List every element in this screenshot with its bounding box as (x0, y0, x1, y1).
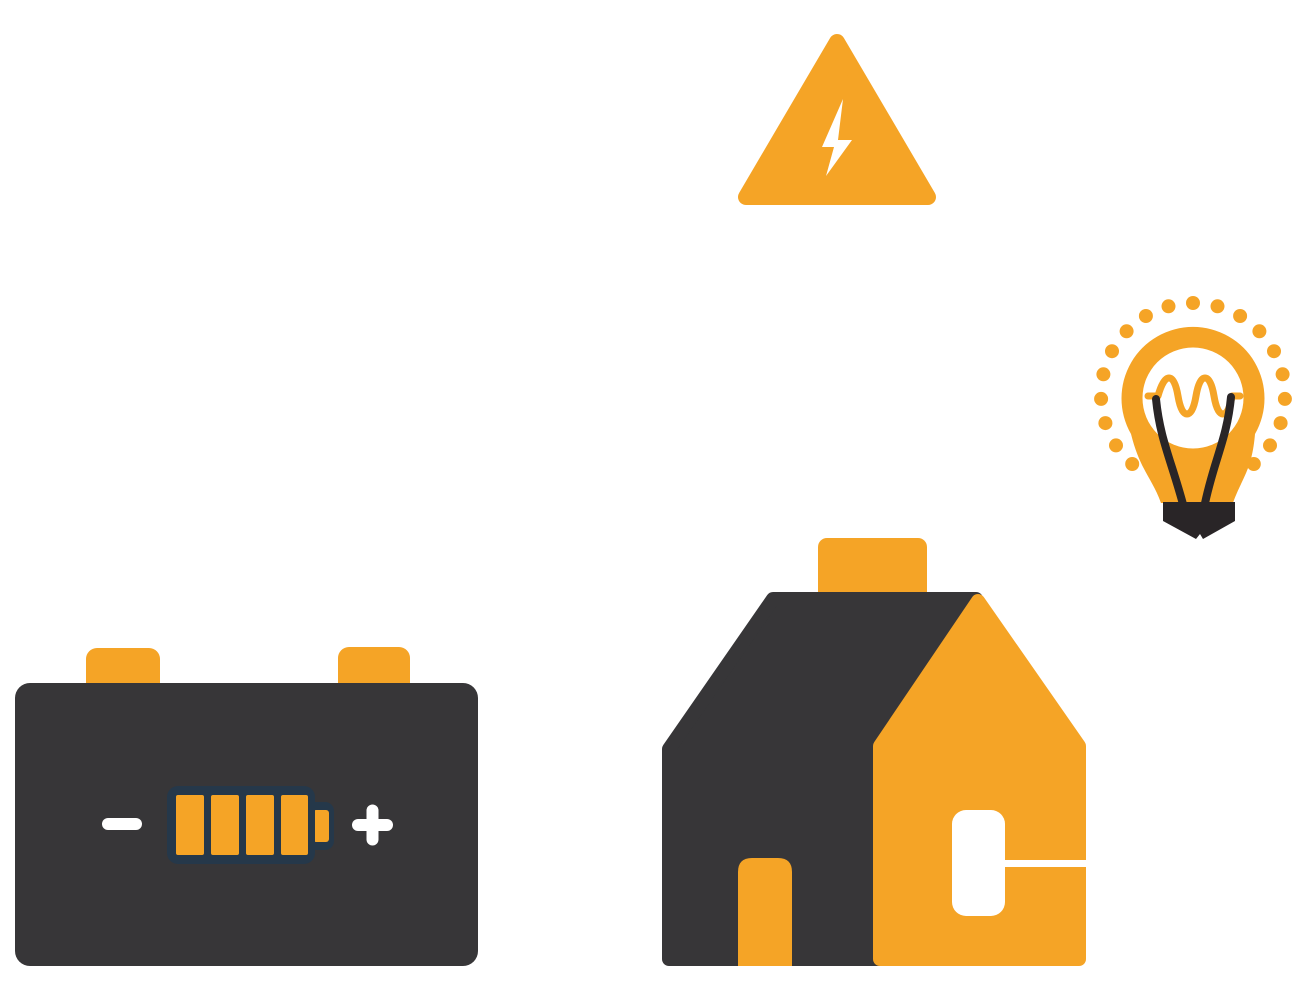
battery-icon (8, 633, 492, 975)
house-icon (648, 528, 1100, 976)
house-door (738, 858, 792, 966)
house-gable-orange (873, 594, 1086, 966)
bulb-filament (1144, 374, 1244, 418)
bulb-filament-leg-right (1200, 393, 1235, 512)
plus-symbol (352, 804, 393, 846)
house-chimney (818, 538, 927, 608)
charge-gauge-nub (313, 810, 329, 842)
glow-ray-dots (1094, 296, 1292, 471)
minus-symbol (102, 818, 142, 830)
charge-gauge (167, 786, 334, 864)
bulb-base (1163, 502, 1235, 539)
house-window-sill-line (1000, 860, 1087, 867)
house-window (952, 810, 1005, 916)
high-voltage-warning-icon (710, 18, 950, 216)
light-bulb-icon (1083, 288, 1298, 554)
charge-segments (176, 795, 308, 855)
lightning-bolt-icon (822, 99, 852, 176)
bulb-filament-leg-left (1152, 395, 1188, 512)
